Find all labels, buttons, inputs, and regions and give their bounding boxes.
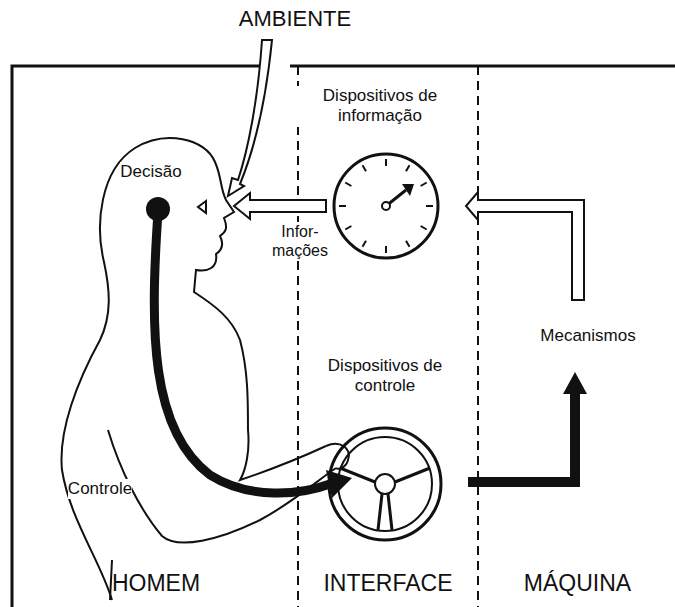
device-label: Dispositivos de controle	[300, 356, 470, 397]
environment-arrow	[228, 40, 272, 196]
information-label: Infor- mações	[268, 222, 332, 260]
dashed-divider	[297, 66, 299, 607]
gauge-tick	[421, 183, 427, 187]
body-line	[110, 560, 112, 600]
information-arrow	[234, 193, 326, 219]
mechanism-arrow	[468, 392, 575, 482]
gauge-tick	[345, 183, 351, 187]
homem-band: HOMEM	[14, 68, 298, 607]
mechanism-label: Mecanismos	[540, 326, 635, 346]
arm-outline	[240, 430, 326, 480]
control-label: Controle	[68, 479, 132, 499]
gauge-dial	[334, 154, 438, 258]
gauge-tick	[363, 241, 367, 247]
feedback-arrow	[466, 192, 584, 300]
gauge-tick	[345, 226, 351, 230]
device-label: Dispositivos de informação	[295, 86, 465, 127]
arrowhead	[563, 372, 587, 394]
gauge-tick	[426, 205, 433, 207]
gauge-tick	[406, 241, 410, 247]
eye-symbol	[198, 201, 206, 213]
gauge-tick	[385, 159, 387, 166]
frame-line	[290, 65, 675, 68]
gauge-tick	[406, 165, 410, 171]
region-label: INTERFACE	[300, 570, 476, 597]
frame-line	[12, 66, 262, 607]
gauge-tick	[339, 205, 346, 207]
gauge-tick	[421, 226, 427, 230]
steering-wheel	[329, 428, 441, 540]
interface-band: INTERFACE	[300, 68, 476, 607]
region-label: HOMEM	[14, 570, 298, 597]
region-label: MÁQUINA	[480, 570, 675, 597]
dashed-divider	[477, 66, 479, 607]
decision-label: Decisão	[120, 162, 181, 182]
environment-label: AMBIENTE	[239, 6, 351, 32]
gauge-tick	[385, 246, 387, 253]
gauge-tick	[363, 165, 367, 171]
